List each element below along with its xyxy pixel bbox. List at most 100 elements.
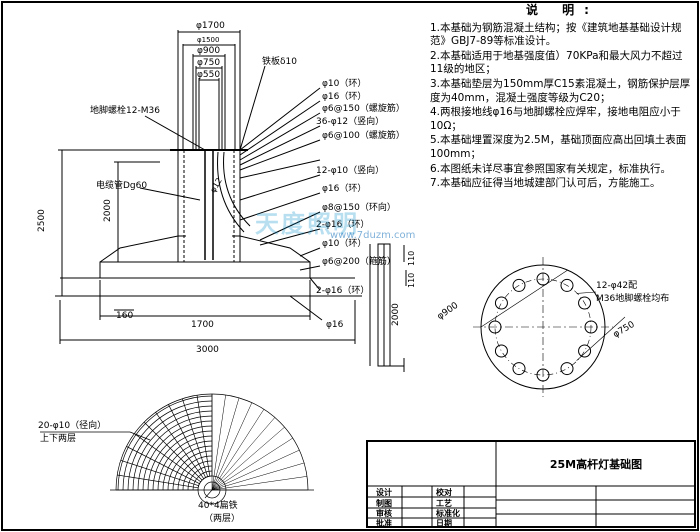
label-r8: φ8@150（环向） [322, 201, 396, 213]
fan-grid-line [211, 397, 240, 491]
tb-check: 校对 [436, 487, 452, 497]
bolt-hole [578, 296, 592, 310]
dim-left-step: 160 [116, 311, 133, 321]
label-r11: φ6@200（箍筋） [322, 255, 396, 267]
bolt-hole [560, 278, 574, 292]
fan-grid-line [211, 449, 300, 491]
bolt-hole [578, 344, 592, 358]
fan-grid-line [211, 402, 253, 491]
fan-label-top: 20-φ10（径向） [38, 419, 106, 431]
tb-draw: 制图 [376, 498, 392, 508]
note-item: 2.本基础适用于地基强度值）70KPa和最大风力不超过11级的地区； [430, 49, 683, 76]
elevation-labels: φ1700 φ1500 φ900 φ750 φ550 铁板δ10 地脚螺栓12-… [37, 21, 416, 355]
dim-900: φ900 [197, 46, 220, 56]
fan-grid-line [211, 417, 276, 491]
title-block-grid: 设计 校对 制图 工艺 审核 标准化 批准 日期 [368, 442, 696, 528]
watermark-url: www.7duzm.com [330, 230, 416, 241]
bolt-label-2: M36地脚螺栓均布 [596, 292, 669, 304]
dim-height-small: 2000 [391, 303, 401, 326]
fan-radial-bar [182, 398, 209, 477]
fan-labels: 20-φ10（径向） 上下两层 40*4扁铁 （两层） [38, 419, 240, 524]
bolt-inner: φ750 [612, 320, 637, 340]
notes-title: 说 明: [526, 3, 599, 17]
tb-approve: 批准 [376, 518, 392, 528]
fan-radial-bar [143, 421, 203, 481]
notes-panel: 说 明: 1.本基础为钢筋混凝土结构；按《建筑地基基础设计规范》GBJ7-89等… [430, 3, 695, 192]
fan-grid-line [211, 476, 308, 491]
fan-center-ring [197, 475, 227, 505]
dim-550: φ550 [197, 70, 220, 80]
fan-radial-bar [155, 412, 205, 479]
label-conduit: 电缆管Dg60 [96, 179, 147, 191]
label-r6: 12-φ10（竖向） [316, 164, 384, 176]
label-r1: φ10（环） [322, 78, 366, 89]
fan-grid-line [211, 409, 265, 491]
dim-750: φ750 [197, 58, 220, 68]
fan-label-bottom2: （两层） [204, 513, 240, 524]
note-item: 4.两根接地线φ16与地脚螺栓应焊牢，接地电阻应小于10Ω； [430, 106, 681, 132]
fan-grid-line [211, 394, 226, 491]
dim-right-b: 110 [407, 273, 416, 288]
bolt-hole [512, 362, 526, 376]
fan-center-core [203, 481, 221, 499]
note-item: 5.本基础埋置深度为2.5M，基础顶面应高出回填土表面100mm； [430, 134, 687, 160]
fan-radial-bar [126, 446, 200, 484]
note-item: 3.本基础垫层为150mm厚C15素混凝土，钢筋保护层厚度为40mm，混凝土强度… [430, 77, 691, 104]
label-r10: φ10（环） [322, 238, 366, 249]
note-item: 6.本图纸未详尽事宜参照国家有关规定，标准执行。 [430, 162, 672, 175]
fan-grid-line [211, 437, 293, 491]
label-r9: 2-φ16（环） [316, 219, 369, 230]
bolt-circle-view [473, 257, 626, 397]
label-plate: 铁板δ10 [262, 55, 297, 67]
fan-label-top2: 上下两层 [40, 433, 76, 444]
dim-right-a: 110 [407, 251, 416, 266]
tb-review: 审核 [376, 508, 392, 518]
dim-1700: φ1700 [196, 21, 225, 31]
fan-radial-bar [168, 404, 206, 478]
label-r7: φ16（环） [322, 183, 366, 194]
label-ground: φ16 [326, 320, 344, 330]
bolt-hole [512, 278, 526, 292]
bolt-label: 12-φ42配 [596, 280, 637, 291]
bolt-dim-outer [480, 269, 568, 328]
tb-design: 设计 [376, 487, 392, 497]
watermark-brand: 天度照明 [255, 210, 359, 238]
note-item: 7.本基础应征得当地城建部门认可后，方能施工。 [430, 177, 661, 190]
label-r12: 2-φ16（环） [316, 285, 369, 296]
label-r3: φ6@150（螺旋筋） [322, 102, 405, 114]
tb-process: 工艺 [436, 498, 452, 508]
fan-radial-bar [120, 460, 199, 487]
tb-standard: 标准化 [435, 508, 460, 518]
label-r2: φ16（环） [322, 91, 366, 102]
dim-height-col: 2000 [103, 199, 113, 222]
bolt-hole [488, 320, 502, 334]
bolt-hole [494, 344, 508, 358]
tb-date: 日期 [436, 518, 452, 528]
bolt-hole [560, 362, 574, 376]
title-block: 设计 校对 制图 工艺 审核 标准化 批准 日期 25M高杆灯基础图 [366, 440, 696, 528]
bolt-hole [494, 296, 508, 310]
note-item: 1.本基础为钢筋混凝土结构；按《建筑地基基础设计规范》GBJ7-89等标准设计。 [430, 21, 682, 48]
dim-height-total: 2500 [37, 209, 47, 232]
bolt-leader [576, 291, 597, 294]
fan-radial-bar [196, 395, 211, 477]
label-r5: φ6@100（螺旋筋） [322, 129, 405, 141]
label-bolt: 地脚螺栓12-M36 [90, 104, 160, 116]
fan-leader-bottom [204, 489, 213, 499]
dim-1500: φ1500 [197, 36, 219, 44]
fan-radial-bar [134, 433, 201, 483]
plan-fan-view [40, 393, 314, 505]
drawing-title: 25M高杆灯基础图 [549, 458, 643, 471]
bolt-dim-inner [576, 316, 626, 361]
fan-label-bottom: 40*4扁铁 [198, 499, 238, 511]
fan-radial-bar [117, 474, 199, 489]
bolt-outer: φ900 [436, 301, 461, 323]
dim-total-width: 3000 [196, 345, 219, 355]
fan-grid-line [211, 426, 285, 491]
label-r4: 36-φ12（竖向） [316, 115, 384, 127]
fan-grid-line [211, 462, 305, 491]
elevation-view [55, 30, 407, 372]
dim-base-width: 1700 [191, 320, 214, 330]
fan-leader-top-tail [129, 431, 151, 441]
